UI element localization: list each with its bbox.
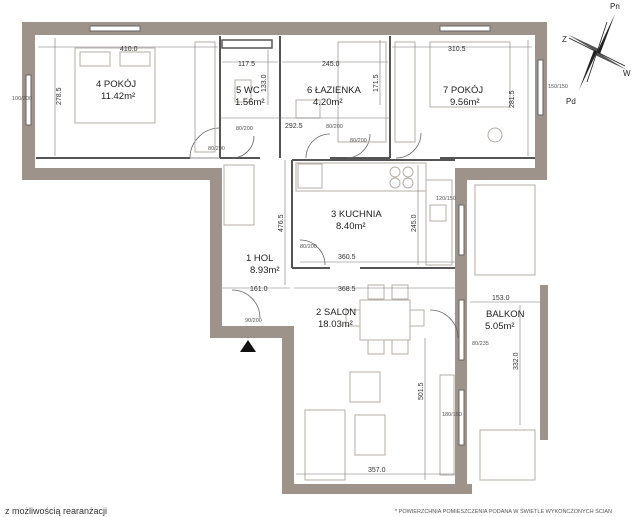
mark-label: 80/200 [208, 146, 225, 152]
room-area-pokoj7: 9.56m² [450, 97, 480, 108]
dimension-labels: 410.0 117.5 245.0 310.5 278.5 133.0 171.… [56, 46, 520, 474]
room-name-salon: 2 SALON [316, 307, 356, 318]
compass-east-label: W [623, 69, 631, 78]
mark-label: 150/150 [548, 84, 568, 90]
mark-label: 100/200 [12, 96, 32, 102]
dim-label: 368.5 [338, 286, 356, 293]
dim-label: 360.5 [338, 254, 356, 261]
dim-label: 161.0 [250, 286, 268, 293]
mark-label: 90/200 [245, 318, 262, 324]
dim-label: 278.5 [56, 87, 63, 105]
area-footnote: * POWIERZCHNIA POMIESZCZENIA PODANA W ŚW… [395, 507, 612, 515]
mark-label: 80/200 [326, 124, 343, 130]
compass-north-label: Pn [610, 2, 620, 11]
mark-label: 80/200 [350, 138, 367, 144]
room-name-kuchnia: 3 KUCHNIA [331, 209, 382, 220]
dim-label: 357.0 [368, 467, 386, 474]
dimension-lines [38, 38, 540, 480]
room-area-lazienka: 4.20m² [313, 97, 343, 108]
dim-label: 281.5 [509, 90, 516, 108]
compass-icon [567, 14, 627, 90]
room-area-pokoj4: 11.42m² [101, 91, 135, 102]
rearrangement-note: z możliwością rearanżacji [5, 506, 107, 516]
room-labels: 4 POKÓJ 11.42m² 5 WC 1.56m² 6 ŁAZIENKA 4… [96, 79, 525, 332]
dim-label: 153.0 [492, 295, 510, 302]
dim-label: 332.0 [513, 352, 520, 370]
room-name-balkon: BALKON [486, 309, 525, 320]
dim-label: 310.5 [448, 46, 466, 53]
dim-label: 171.5 [373, 74, 380, 92]
windows [25, 25, 544, 446]
room-name-wc: 5 WC [236, 85, 260, 96]
dim-label: 133.0 [261, 74, 268, 92]
dim-label: 501.5 [418, 382, 425, 400]
room-area-wc: 1.56m² [235, 97, 265, 108]
dim-label: 476.5 [278, 214, 285, 232]
dim-label: 245.0 [411, 214, 418, 232]
dim-label: 292.5 [285, 123, 303, 130]
compass-west-label: Z [562, 35, 567, 44]
room-name-pokoj7: 7 POKÓJ [443, 85, 483, 96]
partitions [36, 36, 535, 269]
mark-label: 80/200 [300, 244, 317, 250]
dim-label: 410.0 [120, 46, 138, 53]
room-area-kuchnia: 8.40m² [336, 221, 366, 232]
room-area-salon: 18.03m² [318, 319, 353, 330]
room-name-lazienka: 6 ŁAZIENKA [307, 85, 362, 96]
room-area-hol: 8.93m² [250, 265, 280, 276]
furniture [74, 41, 536, 481]
door-window-marks: 100/200 80/200 80/200 80/200 80/200 80/2… [12, 84, 568, 418]
mark-label: 180/150 [442, 412, 462, 418]
mark-label: 80/235 [472, 341, 489, 347]
door-swings [189, 127, 459, 339]
entrance-arrow-icon [240, 340, 256, 352]
dim-label: 117.5 [238, 61, 255, 68]
room-name-pokoj4: 4 POKÓJ [96, 79, 136, 90]
mark-label: 80/200 [236, 126, 253, 132]
mark-label: 120/150 [436, 196, 456, 202]
dim-label: 245.0 [322, 61, 340, 68]
room-name-hol: 1 HOL [246, 253, 273, 264]
compass-south-label: Pd [566, 97, 576, 106]
room-area-balkon: 5.05m² [485, 321, 515, 332]
